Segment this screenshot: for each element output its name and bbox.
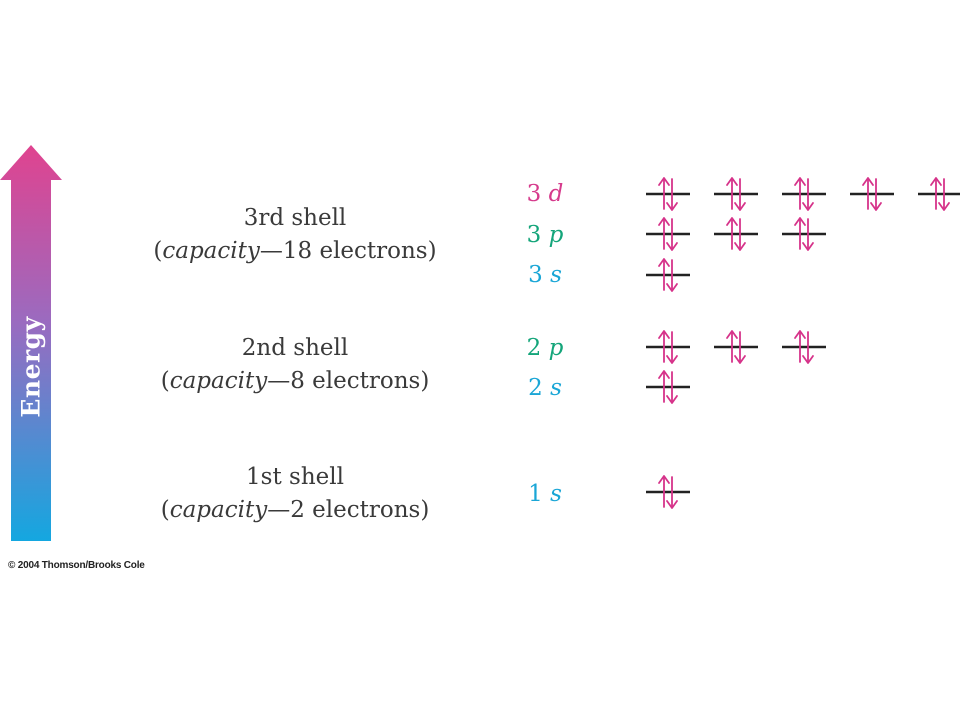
shell-3-description: 3rd shell (capacity—18 electrons) [105,202,485,268]
subshell-label-2p: 2 p [526,335,564,361]
orbital-3p-1 [646,214,690,254]
shell-2-capacity: (capacity—8 electrons) [160,368,430,394]
subshell-label-3p: 3 p [526,222,564,248]
orbital-3d-4 [850,174,894,214]
shell-3-name: 3rd shell [243,205,347,231]
electron-pair-arrows [794,330,814,364]
orbital-3d-2 [714,174,758,214]
orbital-3d-5 [918,174,960,214]
shell-2-description: 2nd shell (capacity—8 electrons) [105,332,485,398]
energy-label: Energy [16,316,46,418]
orbital-1s-1 [646,472,690,512]
subshell-label-2s: 2 s [528,375,562,401]
electron-pair-arrows [862,177,882,211]
electron-pair-arrows [658,330,678,364]
orbital-3d-1 [646,174,690,214]
orbital-3s-1 [646,255,690,295]
electron-pair-arrows [658,258,678,292]
orbital-2p-2 [714,327,758,367]
shell-1-description: 1st shell (capacity—2 electrons) [105,461,485,527]
subshell-label-3d: 3 d [526,181,564,207]
electron-pair-arrows [658,475,678,509]
shell-3-capacity: (capacity—18 electrons) [153,238,437,264]
orbital-2s-1 [646,367,690,407]
orbital-2p-3 [782,327,826,367]
electron-pair-arrows [930,177,950,211]
orbital-3p-2 [714,214,758,254]
electron-pair-arrows [726,217,746,251]
electron-pair-arrows [794,217,814,251]
orbital-3d-3 [782,174,826,214]
shell-1-capacity: (capacity—2 electrons) [160,497,430,523]
shell-1-name: 1st shell [246,464,344,490]
copyright-notice: © 2004 Thomson/Brooks Cole [8,560,145,571]
subshell-label-3s: 3 s [528,262,562,288]
subshell-label-1s: 1 s [528,481,562,507]
shell-2-name: 2nd shell [241,335,349,361]
electron-pair-arrows [658,177,678,211]
electron-pair-arrows [794,177,814,211]
electron-pair-arrows [658,370,678,404]
electron-pair-arrows [726,177,746,211]
electron-pair-arrows [658,217,678,251]
energy-arrow [0,145,62,541]
orbital-2p-1 [646,327,690,367]
electron-pair-arrows [726,330,746,364]
orbital-3p-3 [782,214,826,254]
